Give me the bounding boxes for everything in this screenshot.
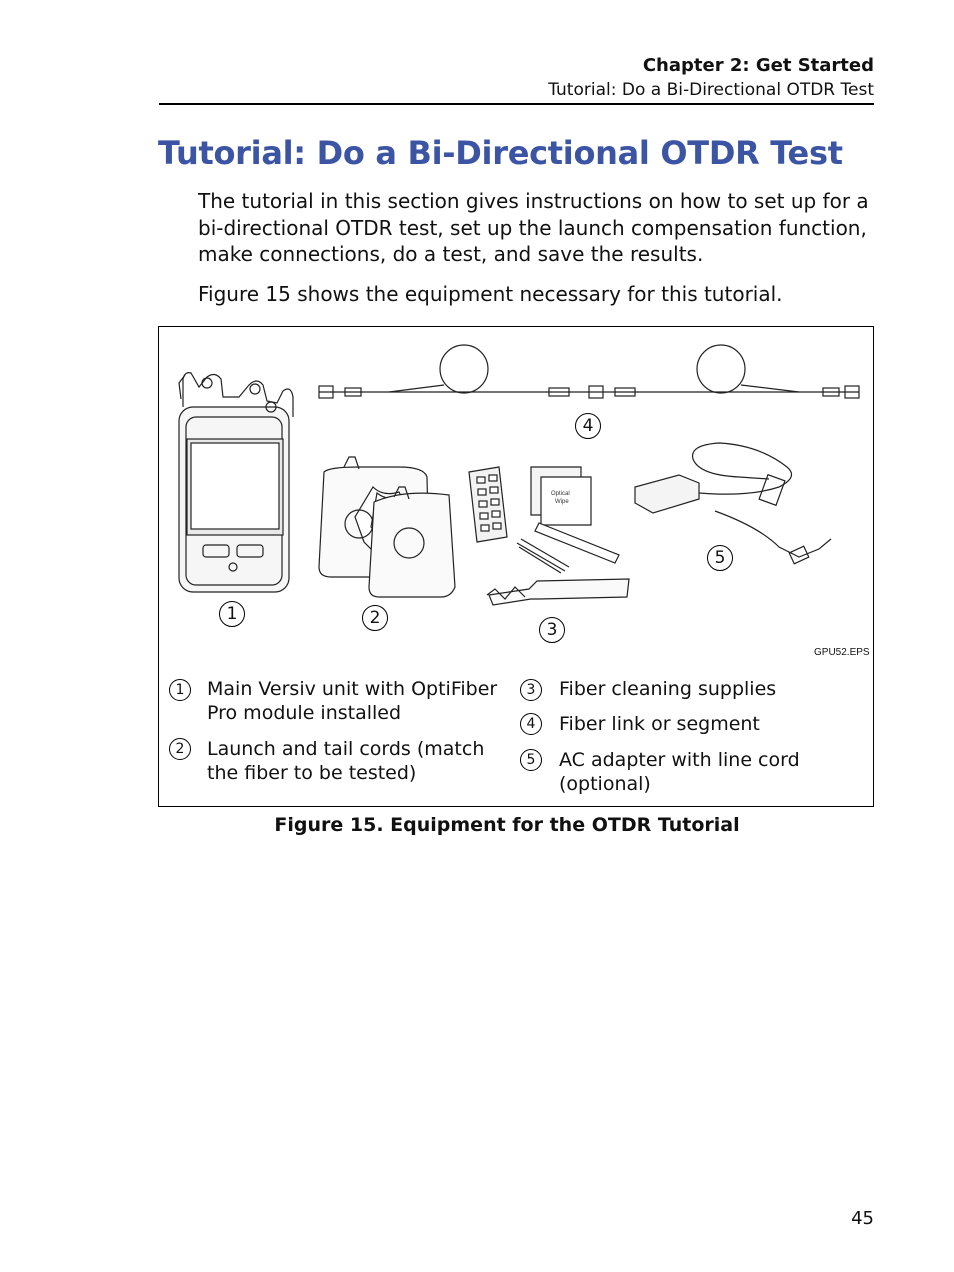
fiber-link-drawing: [319, 345, 859, 398]
figure-file-label: GPU52.EPS: [814, 647, 870, 658]
legend-text-2: Launch and tail cords (match the fiber t…: [207, 737, 507, 785]
page-title: Tutorial: Do a Bi-Directional OTDR Test: [158, 134, 843, 172]
ac-adapter-drawing: [635, 443, 831, 564]
legend-text-4: Fiber link or segment: [559, 712, 859, 736]
legend-number-3: 3: [520, 679, 542, 701]
callout-1: 1: [219, 601, 245, 627]
figure-caption: Figure 15. Equipment for the OTDR Tutori…: [0, 814, 954, 836]
callout-4: 4: [575, 413, 601, 439]
figure-reference-paragraph: Figure 15 shows the equipment necessary …: [198, 281, 888, 308]
figure-caption-text: Figure 15. Equipment for the OTDR Tutori…: [274, 814, 739, 836]
cleaning-supplies-drawing: Optical Wipe: [469, 467, 629, 605]
legend-number-5: 5: [520, 749, 542, 771]
intro-paragraph: The tutorial in this section gives instr…: [198, 188, 888, 268]
figure-box: Optical Wipe 1 2 3 4 5 GPU52.EPS 1 Mai: [158, 326, 874, 807]
legend-text-3: Fiber cleaning supplies: [559, 677, 859, 701]
legend-text-1: Main Versiv unit with OptiFiber Pro modu…: [207, 677, 507, 725]
legend-number-1: 1: [169, 679, 191, 701]
running-header-section: Tutorial: Do a Bi-Directional OTDR Test: [548, 80, 874, 100]
callout-2: 2: [362, 605, 388, 631]
svg-text:Wipe: Wipe: [555, 499, 569, 505]
launch-cord-cases-drawing: [319, 457, 455, 597]
callout-3: 3: [539, 617, 565, 643]
legend-text-5: AC adapter with line cord (optional): [559, 748, 819, 796]
header-rule: [159, 103, 874, 105]
callout-5: 5: [707, 545, 733, 571]
running-header-chapter: Chapter 2: Get Started: [643, 55, 874, 76]
versiv-unit-drawing: [179, 373, 293, 592]
legend-number-2: 2: [169, 738, 191, 760]
page-number: 45: [851, 1208, 874, 1229]
legend-number-4: 4: [520, 713, 542, 735]
svg-text:Optical: Optical: [551, 491, 570, 497]
